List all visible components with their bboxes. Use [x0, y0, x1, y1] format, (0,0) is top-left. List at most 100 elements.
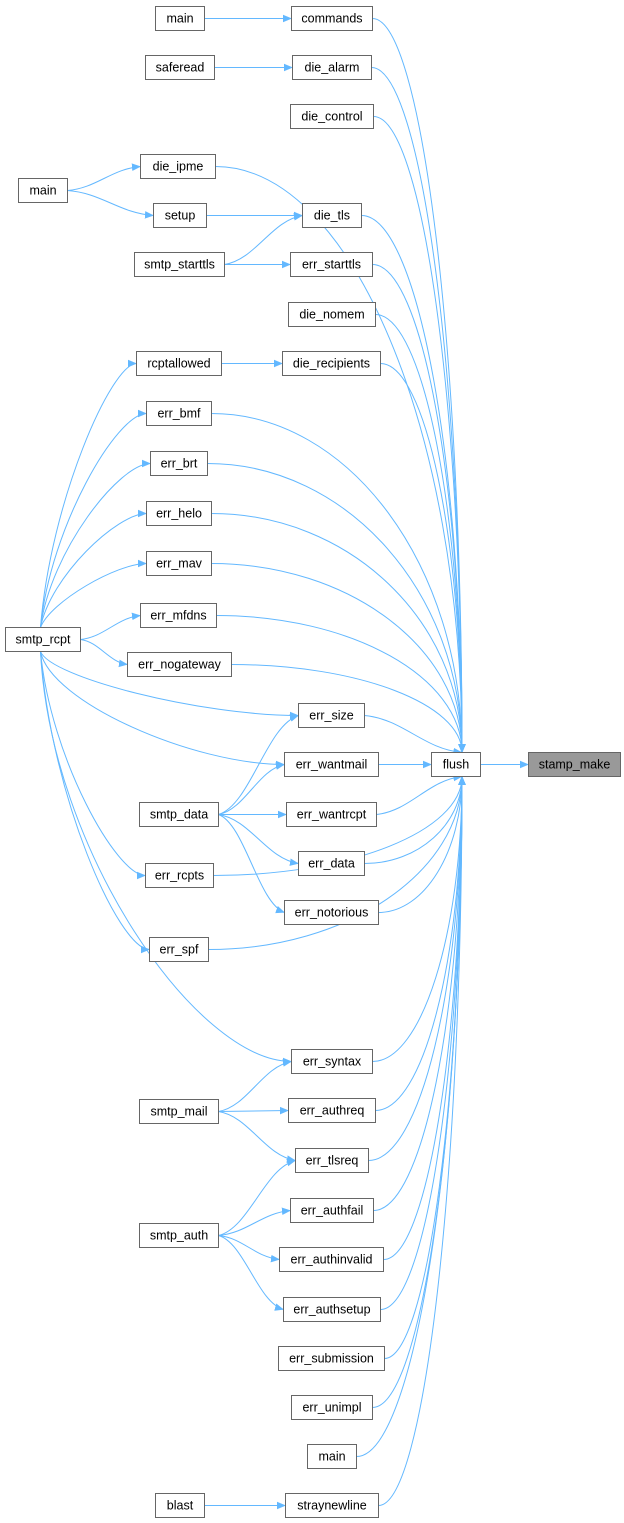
- node-err-bmf[interactable]: err_bmf: [146, 401, 212, 426]
- edge-straynewline-to-flush: [378, 776, 466, 1506]
- node-box: [140, 154, 216, 179]
- node-label: err_mfdns: [150, 609, 206, 623]
- node-err-spf[interactable]: err_spf: [149, 937, 209, 962]
- node-label: blast: [167, 1499, 194, 1513]
- node-commands[interactable]: commands: [291, 6, 373, 31]
- node-err-authinvalid[interactable]: err_authinvalid: [279, 1247, 384, 1272]
- node-err-wantmail[interactable]: err_wantmail: [284, 752, 379, 777]
- node-die-nomem[interactable]: die_nomem: [288, 302, 376, 327]
- edge-err-unimpl-to-flush: [372, 776, 466, 1408]
- node-die-recipients[interactable]: die_recipients: [282, 351, 381, 376]
- node-err-size[interactable]: err_size: [298, 703, 365, 728]
- node-err-helo[interactable]: err_helo: [146, 501, 212, 526]
- node-err-notorious[interactable]: err_notorious: [284, 900, 379, 925]
- node-box: [139, 802, 219, 827]
- node-err-authsetup[interactable]: err_authsetup: [283, 1297, 381, 1322]
- node-die-control[interactable]: die_control: [290, 104, 374, 129]
- edge-smtp-rcpt-to-err-bmf: [40, 409, 147, 628]
- node-label: err_submission: [289, 1352, 374, 1366]
- node-setup[interactable]: setup: [153, 203, 207, 228]
- node-straynewline[interactable]: straynewline: [285, 1493, 379, 1518]
- node-smtp-data[interactable]: smtp_data: [139, 802, 219, 827]
- node-label: smtp_auth: [150, 1229, 208, 1243]
- node-main-a[interactable]: main: [155, 6, 205, 31]
- node-rcptallowed[interactable]: rcptallowed: [136, 351, 222, 376]
- node-die-tls[interactable]: die_tls: [302, 203, 362, 228]
- node-label: err_wantmail: [296, 758, 368, 772]
- edge-die-control-to-flush: [373, 116, 466, 753]
- node-box: [282, 351, 381, 376]
- node-box: [155, 1493, 205, 1518]
- node-label: err_notorious: [295, 906, 369, 920]
- node-err-mav[interactable]: err_mav: [146, 551, 212, 576]
- node-smtp-mail[interactable]: smtp_mail: [139, 1099, 219, 1124]
- node-label: rcptallowed: [147, 357, 210, 371]
- edge-smtp-rcpt-to-err-wantmail: [40, 651, 285, 769]
- edge-smtp-auth-to-err-authfail: [218, 1207, 291, 1236]
- node-saferead[interactable]: saferead: [145, 55, 215, 80]
- edge-smtp-rcpt-to-err-syntax: [40, 651, 292, 1066]
- node-smtp-auth[interactable]: smtp_auth: [139, 1223, 219, 1248]
- node-box: [155, 6, 205, 31]
- edge-die-recipients-to-flush: [380, 363, 466, 753]
- edge-smtp-rcpt-to-err-mav: [40, 559, 147, 628]
- node-err-submission[interactable]: err_submission: [278, 1346, 385, 1371]
- node-err-data[interactable]: err_data: [298, 851, 365, 876]
- edge-err-starttls-to-flush: [372, 264, 466, 753]
- node-box: [285, 1493, 379, 1518]
- node-box: [139, 1223, 219, 1248]
- node-label: die_control: [301, 110, 362, 124]
- node-main-c[interactable]: main: [307, 1444, 357, 1469]
- edge-err-brt-to-flush: [207, 463, 466, 753]
- edge-smtp-auth-to-err-authsetup: [218, 1235, 284, 1311]
- node-box: [291, 6, 373, 31]
- node-stamp-make[interactable]: stamp_make: [528, 752, 621, 777]
- node-err-mfdns[interactable]: err_mfdns: [140, 603, 217, 628]
- node-err-tlsreq[interactable]: err_tlsreq: [295, 1148, 369, 1173]
- node-blast[interactable]: blast: [155, 1493, 205, 1518]
- node-box: [136, 351, 222, 376]
- node-box: [5, 627, 81, 652]
- node-label: err_rcpts: [155, 869, 204, 883]
- edge-err-submission-to-flush: [384, 776, 466, 1359]
- node-die-alarm[interactable]: die_alarm: [292, 55, 372, 80]
- node-label: smtp_data: [150, 808, 208, 822]
- edge-err-helo-to-flush: [211, 513, 466, 753]
- node-label: smtp_rcpt: [16, 633, 71, 647]
- node-box: [302, 203, 362, 228]
- node-err-brt[interactable]: err_brt: [150, 451, 208, 476]
- node-err-authfail[interactable]: err_authfail: [290, 1198, 374, 1223]
- edge-main-c-to-flush: [356, 776, 466, 1457]
- node-main-b[interactable]: main: [18, 178, 68, 203]
- node-err-unimpl[interactable]: err_unimpl: [291, 1395, 373, 1420]
- node-label: err_authreq: [300, 1104, 365, 1118]
- node-die-ipme[interactable]: die_ipme: [140, 154, 216, 179]
- node-err-nogateway[interactable]: err_nogateway: [127, 652, 232, 677]
- node-err-starttls[interactable]: err_starttls: [290, 252, 373, 277]
- node-smtp-starttls[interactable]: smtp_starttls: [134, 252, 225, 277]
- edge-err-notorious-to-flush: [378, 776, 466, 913]
- node-smtp-rcpt[interactable]: smtp_rcpt: [5, 627, 81, 652]
- node-box: [288, 302, 376, 327]
- node-box: [284, 752, 379, 777]
- node-err-rcpts[interactable]: err_rcpts: [145, 863, 214, 888]
- edge-err-authfail-to-flush: [373, 776, 466, 1211]
- edge-err-size-to-flush: [364, 715, 463, 756]
- node-box: [295, 1148, 369, 1173]
- node-err-wantrcpt[interactable]: err_wantrcpt: [286, 802, 377, 827]
- node-box: [134, 252, 225, 277]
- node-err-authreq[interactable]: err_authreq: [288, 1098, 376, 1123]
- edge-err-tlsreq-to-flush: [368, 776, 466, 1161]
- edge-smtp-rcpt-to-err-size: [40, 651, 299, 720]
- edge-smtp-rcpt-to-err-brt: [40, 459, 151, 628]
- node-label: main: [166, 12, 193, 26]
- node-label: err_wantrcpt: [297, 808, 367, 822]
- edge-smtp-mail-to-err-tlsreq: [218, 1111, 296, 1163]
- node-flush[interactable]: flush: [431, 752, 481, 777]
- node-label: err_tlsreq: [306, 1154, 359, 1168]
- node-box: [528, 752, 621, 777]
- edge-smtp-rcpt-to-err-nogateway: [80, 639, 128, 668]
- node-box: [150, 451, 208, 476]
- node-err-syntax[interactable]: err_syntax: [291, 1049, 373, 1074]
